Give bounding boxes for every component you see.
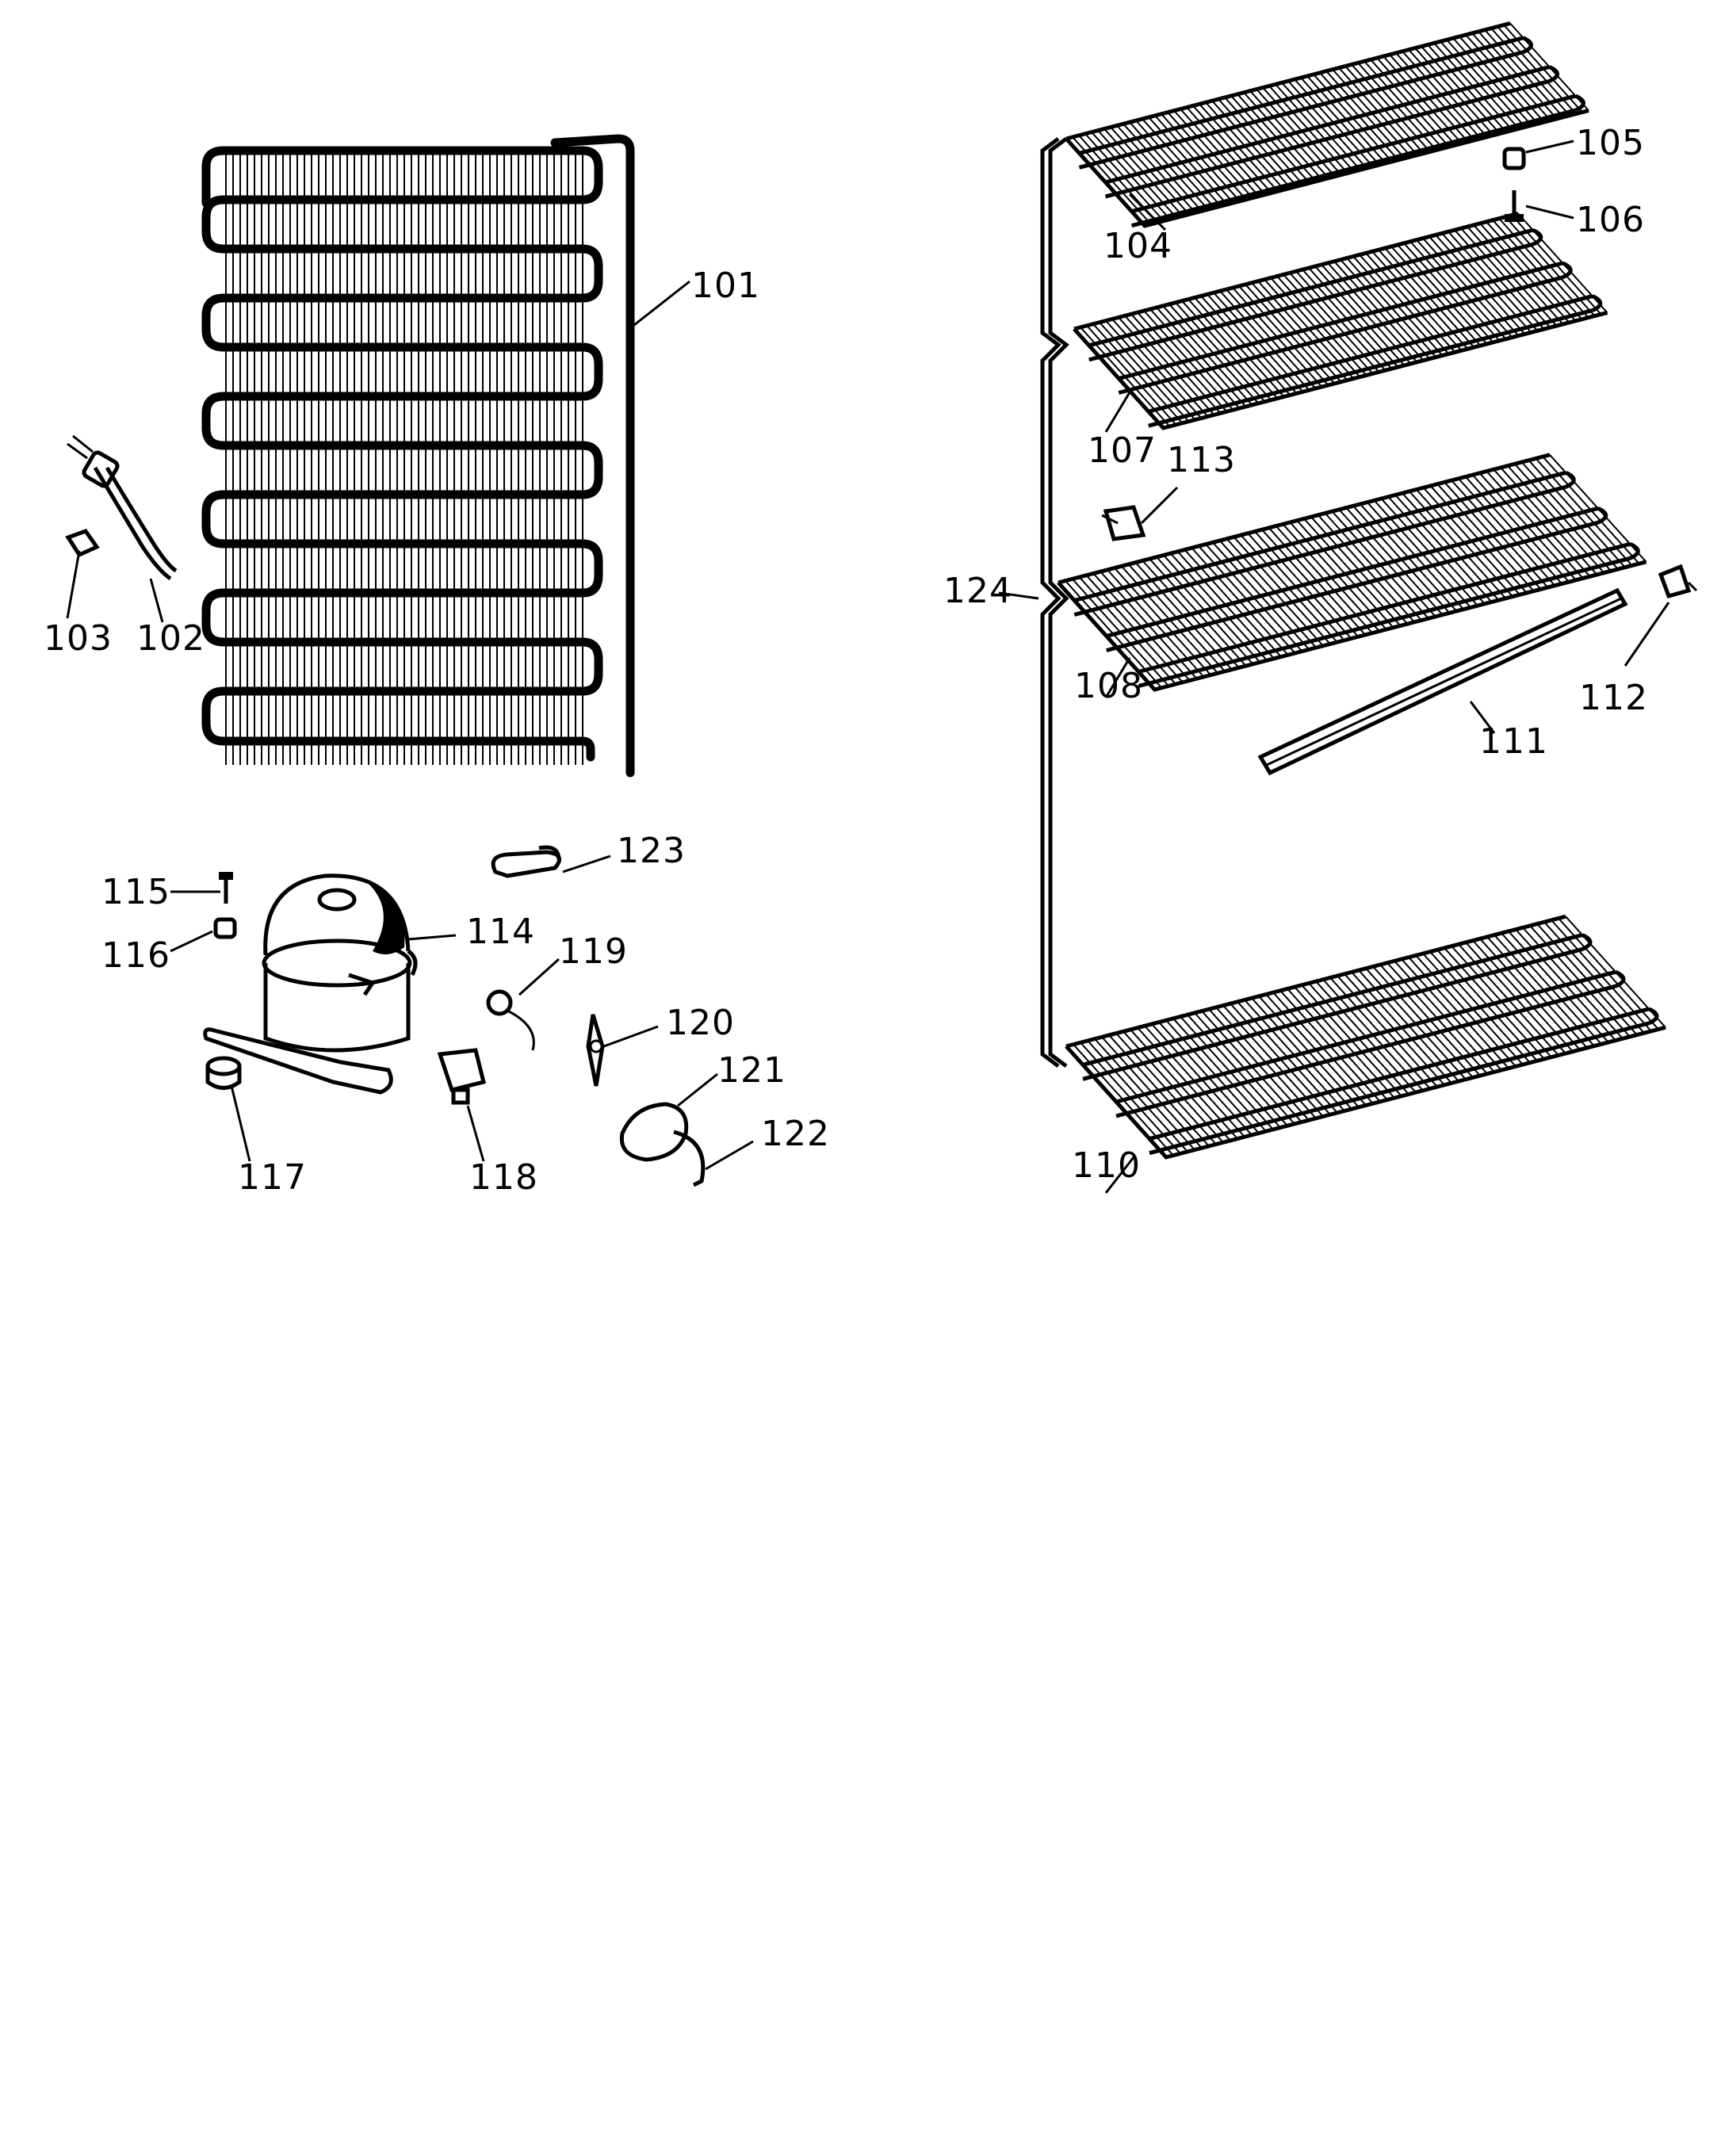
shelf-tube-bend (1574, 94, 1585, 113)
relay (437, 1048, 487, 1105)
shelf-tube (1106, 520, 1599, 652)
shelf-tube-bend (1629, 542, 1640, 560)
shelf-tube-bend (1562, 261, 1573, 280)
shelf-tube (1082, 933, 1583, 1067)
shelf-tube-bend (1548, 65, 1559, 83)
shelf-tube-bend (1522, 36, 1533, 55)
label-117: 117 (238, 1157, 307, 1198)
label-108: 108 (1074, 666, 1143, 706)
overload-protector (486, 989, 535, 1051)
evaporator-shelf (1057, 453, 1647, 692)
evaporator-shelf (1065, 914, 1666, 1160)
shelf-tube-bend (1591, 294, 1603, 312)
shelf-tube (1118, 261, 1563, 380)
label-122: 122 (761, 1114, 830, 1154)
shelf-tube (1073, 470, 1566, 602)
compressor (203, 873, 418, 1095)
shelf-tube (1104, 78, 1551, 199)
part-labels: 101 102 103 104 105 106 107 108 110 111 … (44, 123, 1648, 1198)
label-106: 106 (1576, 200, 1645, 240)
clamp (491, 845, 562, 878)
shelf-tube (1115, 969, 1616, 1104)
shelf-tube (1138, 556, 1631, 688)
label-116: 116 (101, 935, 170, 976)
shelf-tube (1149, 1021, 1650, 1156)
mounting-clip (586, 1014, 605, 1087)
shelf-bracket (1101, 505, 1146, 541)
evaporator-shelves (1057, 21, 1666, 1160)
condenser-coil (201, 134, 635, 778)
shelf-tube (1078, 36, 1524, 155)
shelf-tube (1073, 484, 1566, 617)
shelf-tube (1138, 541, 1631, 674)
shelf-tube-bend (1565, 471, 1576, 489)
condenser-serpentine-tube (201, 134, 635, 778)
shelf-edge (1057, 560, 1647, 692)
shelf-tube-bend (1597, 507, 1608, 525)
label-107: 107 (1088, 430, 1157, 471)
condenser-wire-fins (225, 147, 583, 765)
shelf-tube (1115, 984, 1616, 1118)
label-113: 113 (1167, 440, 1236, 480)
shelf-edge (1065, 1025, 1666, 1160)
label-115: 115 (101, 872, 170, 912)
shelf-tube (1149, 1007, 1650, 1141)
shelf-tube-bend (1581, 933, 1593, 951)
label-111: 111 (1479, 721, 1548, 762)
evaporator-shelf (1065, 21, 1589, 228)
shelf-tube (1148, 308, 1593, 428)
shelf-edge (1065, 914, 1566, 1049)
shelf-tube-bend (1614, 969, 1626, 988)
fastener-screw (1505, 190, 1524, 222)
shelf-tube (1130, 108, 1577, 228)
plug-cap (65, 528, 100, 558)
evaporator-shelf (1073, 211, 1608, 430)
label-118: 118 (469, 1157, 538, 1198)
shelf-tube-bend (1532, 227, 1543, 247)
label-103: 103 (44, 618, 113, 659)
shelf-tube (1148, 294, 1593, 414)
capacitor (619, 1102, 706, 1187)
thermostat-clip (1658, 564, 1698, 599)
label-102: 102 (136, 618, 205, 659)
label-112: 112 (1579, 678, 1648, 718)
shelf-edge (1073, 211, 1519, 331)
label-120: 120 (666, 1003, 735, 1043)
label-124: 124 (943, 571, 1012, 611)
leader-lines (66, 140, 1670, 1194)
shelf-edge (1058, 453, 1551, 585)
label-123: 123 (617, 831, 686, 871)
shelf-tube (1088, 242, 1534, 362)
shelf-tube (1130, 94, 1577, 214)
compressor-grommet (213, 917, 237, 939)
label-119: 119 (559, 931, 628, 972)
fastener-cap (1502, 147, 1526, 170)
shelf-tube (1082, 947, 1583, 1081)
label-105: 105 (1576, 123, 1645, 163)
shelf-tube (1078, 50, 1524, 170)
shelf-tube (1118, 275, 1563, 395)
label-104: 104 (1103, 226, 1172, 266)
shelf-tube (1104, 64, 1551, 185)
trim-strip (1257, 587, 1628, 776)
shelf-tube (1088, 227, 1534, 348)
shelf-edge (1073, 310, 1608, 430)
label-101: 101 (691, 266, 760, 306)
evaporator-frame-tube (1040, 137, 1069, 1068)
shelf-tube (1106, 506, 1599, 638)
compressor-bolt (219, 872, 233, 904)
compressor-mount-grommet (205, 1056, 242, 1090)
power-cord (67, 434, 178, 581)
label-121: 121 (717, 1050, 786, 1091)
shelf-edge (1065, 108, 1589, 228)
shelf-tube-bend (1647, 1007, 1659, 1026)
shelf-edge (1065, 21, 1511, 141)
label-110: 110 (1072, 1145, 1141, 1186)
label-114: 114 (466, 912, 535, 952)
